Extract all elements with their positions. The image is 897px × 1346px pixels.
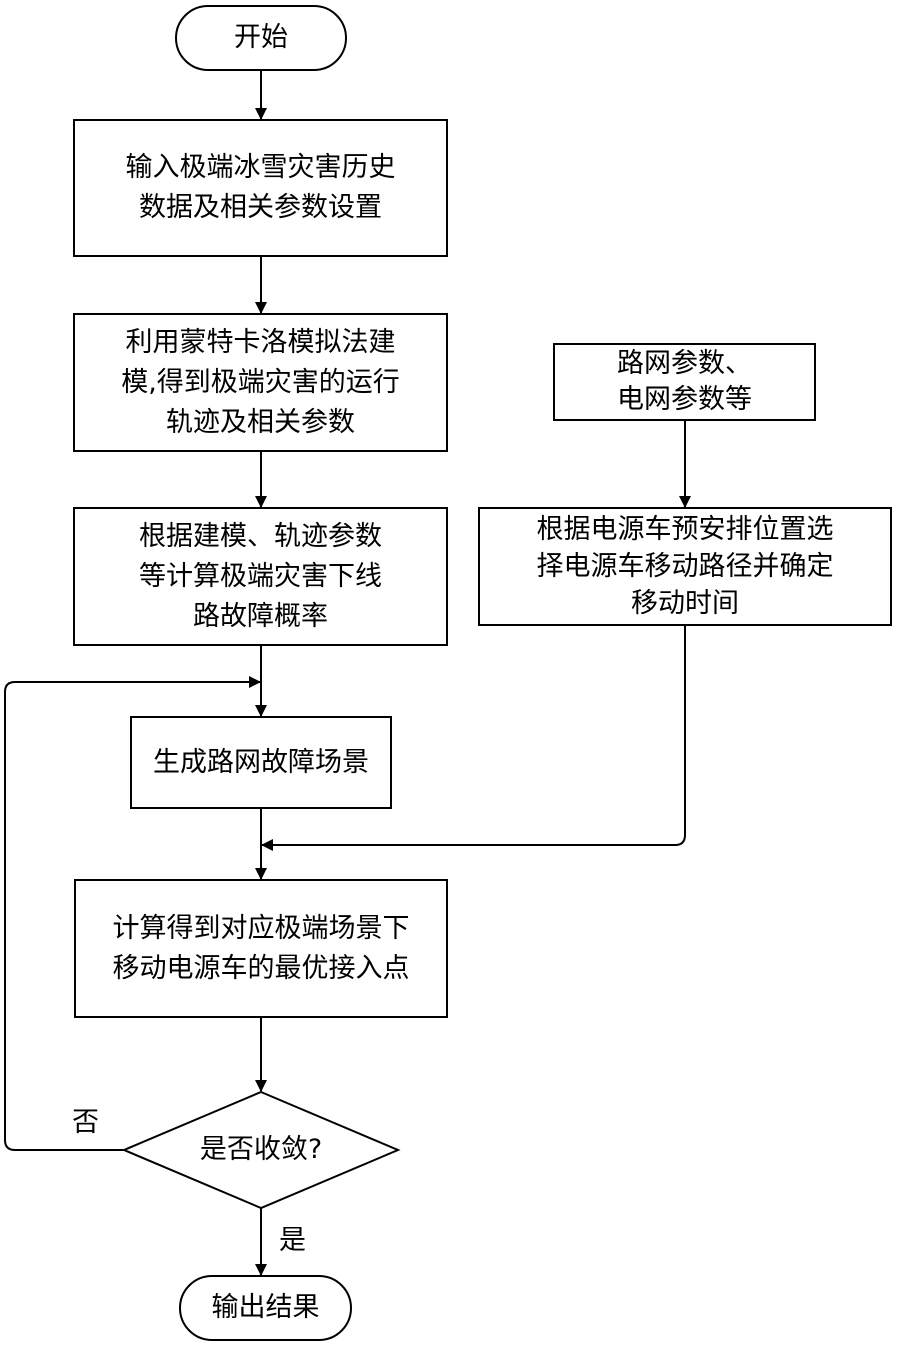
scenario-label: 生成路网故障场景 (153, 746, 369, 778)
edge-route-optimal (261, 625, 686, 851)
params-process-shape (553, 343, 816, 421)
start-terminator: 开始 (176, 6, 346, 70)
optimal-line-1: 计算得到对应极端场景下 (112, 912, 410, 944)
route-line-2: 择电源车移动路径并确定 (536, 551, 834, 582)
probability-line-1: 根据建模、轨迹参数 (139, 520, 382, 552)
route-line-3: 移动时间 (631, 588, 739, 619)
params-line-2: 电网参数等 (617, 384, 752, 415)
montecarlo-line-2: 模,得到极端灾害的运行 (121, 366, 400, 398)
end-terminator: 输出结果 (180, 1276, 351, 1340)
montecarlo-line-3: 轨迹及相关参数 (166, 406, 355, 438)
converge-decision: 是否收敛? (124, 1092, 398, 1208)
route-process: 根据电源车预安排位置选 择电源车移动路径并确定 移动时间 (479, 508, 891, 625)
input-line-1: 输入极端冰雪灾害历史 (125, 152, 396, 183)
probability-process: 根据建模、轨迹参数 等计算极端灾害下线 路故障概率 (74, 508, 447, 645)
converge-label: 是否收敛? (199, 1134, 323, 1165)
input-process: 输入极端冰雪灾害历史 数据及相关参数设置 (74, 120, 447, 256)
input-process-shape (73, 119, 448, 257)
params-process: 路网参数、 电网参数等 (554, 344, 815, 420)
end-terminator-shape (179, 1275, 352, 1341)
end-label: 输出结果 (211, 1292, 320, 1323)
input-line-2: 数据及相关参数设置 (139, 192, 382, 223)
montecarlo-process-shape (73, 313, 448, 452)
probability-process-shape (73, 507, 448, 646)
optimal-process: 计算得到对应极端场景下 移动电源车的最优接入点 (75, 880, 447, 1017)
edge-label-yes: 是 (279, 1225, 306, 1256)
start-label: 开始 (234, 22, 288, 53)
montecarlo-line-1: 利用蒙特卡洛模拟法建 (125, 326, 396, 358)
edge-converge-scenario-loop (4, 676, 261, 1151)
edge-label-no: 否 (72, 1107, 99, 1138)
params-line-1: 路网参数、 (617, 348, 752, 379)
optimal-line-2: 移动电源车的最优接入点 (112, 952, 410, 984)
montecarlo-process: 利用蒙特卡洛模拟法建 模,得到极端灾害的运行 轨迹及相关参数 (74, 314, 447, 451)
route-line-1: 根据电源车预安排位置选 (536, 514, 834, 545)
scenario-process: 生成路网故障场景 (131, 717, 391, 808)
probability-line-3: 路故障概率 (193, 600, 328, 632)
probability-line-2: 等计算极端灾害下线 (139, 560, 382, 592)
